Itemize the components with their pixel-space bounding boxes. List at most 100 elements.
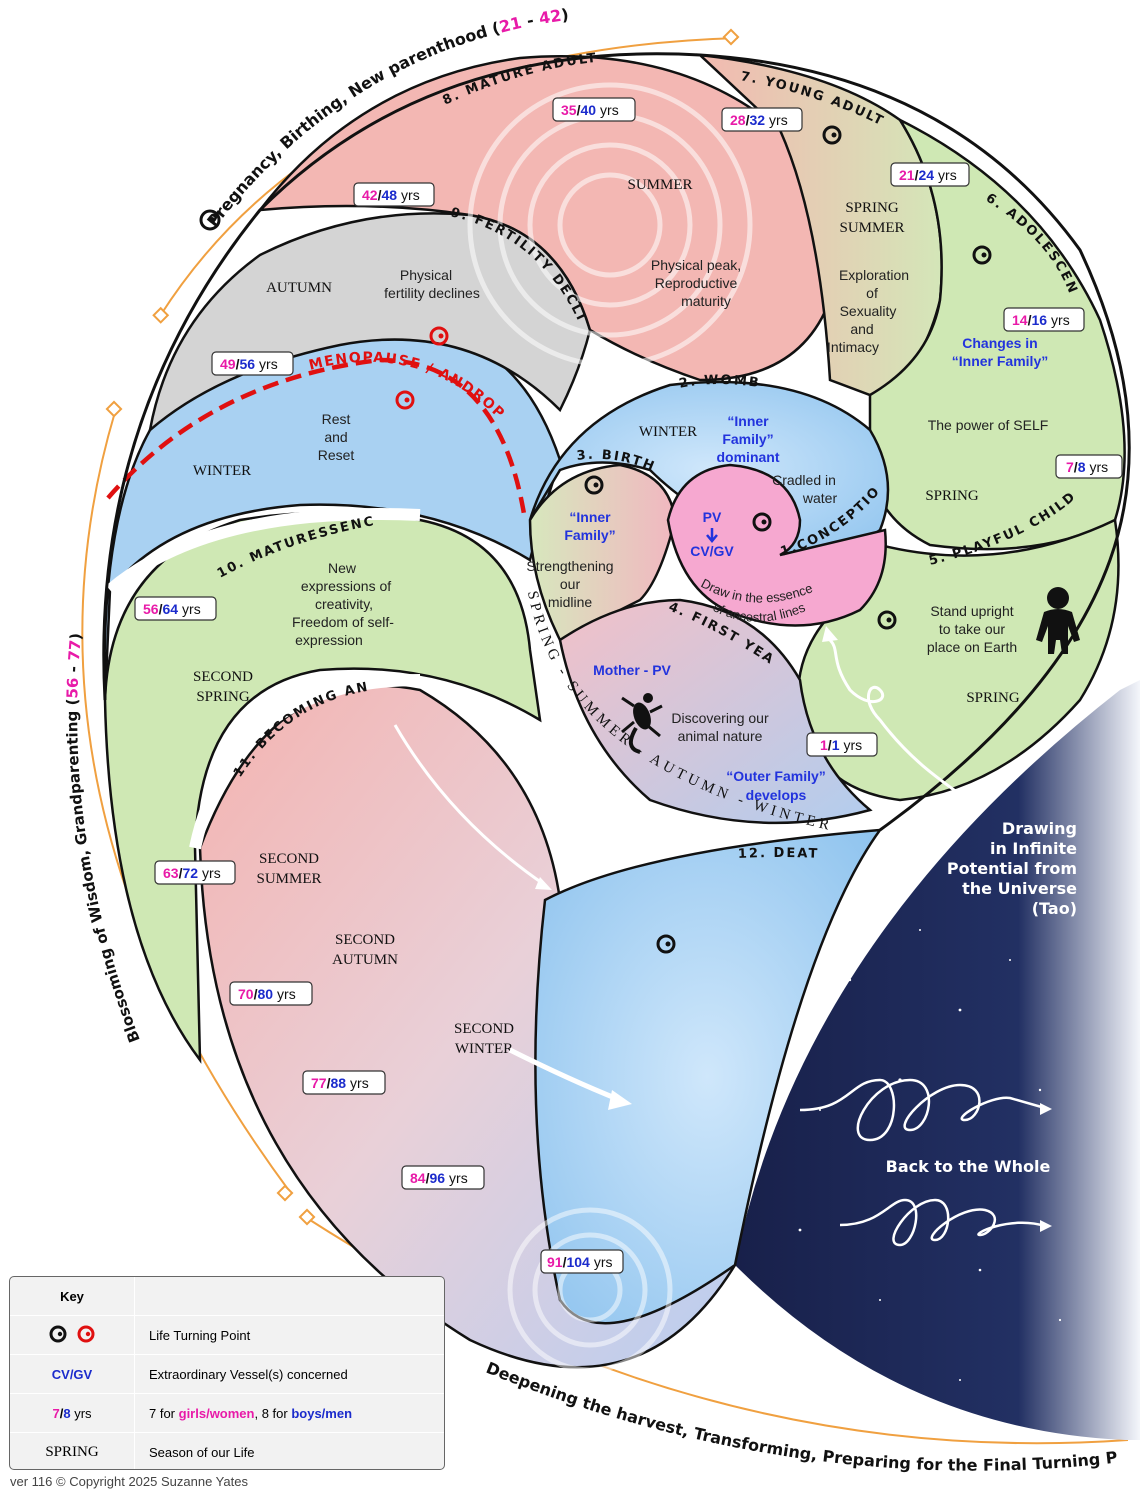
text-cvgv: CV/GV bbox=[690, 543, 734, 559]
key-row-season: SPRING Season of our Life bbox=[10, 1432, 444, 1469]
text-rest-reset: Rest and Reset bbox=[318, 411, 355, 463]
season-winter: WINTER bbox=[193, 463, 251, 479]
svg-text:New: New bbox=[328, 560, 357, 576]
key-desc-age: 7 for girls/women, 8 for boys/men bbox=[134, 1394, 444, 1432]
svg-text:Reproductive: Reproductive bbox=[655, 275, 738, 291]
key-header: Key bbox=[60, 1288, 84, 1304]
text-physical-peak: Physical peak, Reproductive maturity bbox=[651, 257, 741, 309]
text-inner-family-dominant: “Inner Family” dominant bbox=[717, 413, 780, 465]
spiral-icon-fertility bbox=[429, 326, 449, 346]
season-winter-womb: WINTER bbox=[639, 424, 697, 440]
season-autumn: AUTUMN bbox=[266, 280, 332, 296]
text-outer-family: “Outer Family” develops bbox=[726, 768, 826, 803]
top-arc-marker-end bbox=[722, 28, 740, 46]
text-changes-inner-family: Changes in “Inner Family” bbox=[952, 335, 1048, 369]
segment-playful-child bbox=[796, 518, 1120, 802]
svg-text:dominant: dominant bbox=[717, 449, 780, 465]
menopause-line bbox=[106, 357, 528, 521]
segment-adolescence bbox=[868, 116, 1126, 551]
text-infinite-potential: Drawing in Infinite Potential from the U… bbox=[947, 819, 1077, 918]
svg-text:Rest: Rest bbox=[322, 411, 351, 427]
segment-maturessence bbox=[103, 511, 542, 1064]
svg-text:to take our: to take our bbox=[939, 621, 1005, 637]
svg-text:“Outer Family”: “Outer Family” bbox=[726, 768, 826, 784]
copyright-text: ver 116 © Copyright 2025 Suzanne Yates bbox=[10, 1474, 248, 1489]
svg-text:place on Earth: place on Earth bbox=[927, 639, 1017, 655]
svg-text:Sexuality: Sexuality bbox=[840, 303, 897, 319]
stars bbox=[798, 788, 1062, 1382]
band-elder bbox=[189, 674, 421, 850]
label-womb: 2. WOMB bbox=[678, 373, 762, 392]
key-symbol-season: SPRING bbox=[45, 1443, 99, 1460]
svg-text:develops: develops bbox=[746, 787, 807, 803]
svg-text:Family”: Family” bbox=[564, 527, 615, 543]
svg-text:Potential from: Potential from bbox=[947, 859, 1077, 878]
text-pv: PV bbox=[703, 509, 722, 525]
text-strengthening: Strengthening our midline bbox=[526, 558, 613, 610]
white-arrow-2 bbox=[508, 1047, 621, 1103]
left-arc-marker-end bbox=[276, 1184, 294, 1202]
left-arc-line bbox=[81, 411, 291, 1193]
svg-text:Intimacy: Intimacy bbox=[827, 339, 879, 355]
svg-text:midline: midline bbox=[548, 594, 593, 610]
segment-conception bbox=[666, 463, 887, 627]
gecko-icon bbox=[621, 693, 663, 754]
svg-text:Physical peak,: Physical peak, bbox=[651, 257, 741, 273]
svg-text:and: and bbox=[324, 429, 347, 445]
segment-first-year bbox=[558, 598, 873, 825]
key-symbol-cvgv: CV/GV bbox=[51, 1366, 93, 1382]
svg-text:Changes in: Changes in bbox=[962, 335, 1037, 351]
text-animal-nature: Discovering our animal nature bbox=[671, 710, 769, 744]
key-legend: Key Life Turning Point CV/GV Extraordina… bbox=[9, 1276, 445, 1470]
space-background bbox=[735, 680, 1140, 1440]
text-exploration: Exploration of Sexuality and Intimacy bbox=[827, 267, 909, 355]
season-spring-child: SPRING bbox=[966, 690, 1020, 706]
left-arc-marker-start bbox=[105, 400, 123, 418]
svg-text:expressions of: expressions of bbox=[301, 578, 391, 594]
svg-text:Freedom of self-: Freedom of self- bbox=[292, 614, 394, 630]
child-silhouette-icon bbox=[1036, 587, 1080, 654]
text-stand-upright: Stand upright to take our place on Earth bbox=[927, 603, 1017, 655]
season-second-autumn-b: AUTUMN bbox=[332, 952, 398, 968]
arrow-head-icon bbox=[822, 626, 838, 642]
season-summer: SUMMER bbox=[627, 177, 692, 193]
spiral-icon-conception bbox=[752, 512, 772, 532]
segment-mature-adult bbox=[257, 55, 832, 382]
key-header-row: Key bbox=[10, 1277, 444, 1315]
svg-text:(Tao): (Tao) bbox=[1032, 899, 1077, 918]
svg-text:in Infinite: in Infinite bbox=[990, 839, 1077, 858]
spiral-icon-young-adult bbox=[822, 125, 842, 145]
text-back-to-whole: Back to the Whole bbox=[886, 1157, 1051, 1176]
white-arrow-1 bbox=[393, 724, 546, 887]
spiral-icon-menopause bbox=[395, 390, 415, 410]
segment-winter-rest bbox=[103, 328, 562, 701]
text-cradled: Cradled in water bbox=[772, 472, 837, 506]
key-desc-turning-point: Life Turning Point bbox=[134, 1316, 444, 1354]
svg-text:the Universe: the Universe bbox=[962, 879, 1077, 898]
svg-text:Family”: Family” bbox=[722, 431, 773, 447]
svg-text:Physical: Physical bbox=[400, 267, 452, 283]
svg-text:Drawing: Drawing bbox=[1002, 819, 1077, 838]
segment-death bbox=[534, 828, 883, 1325]
